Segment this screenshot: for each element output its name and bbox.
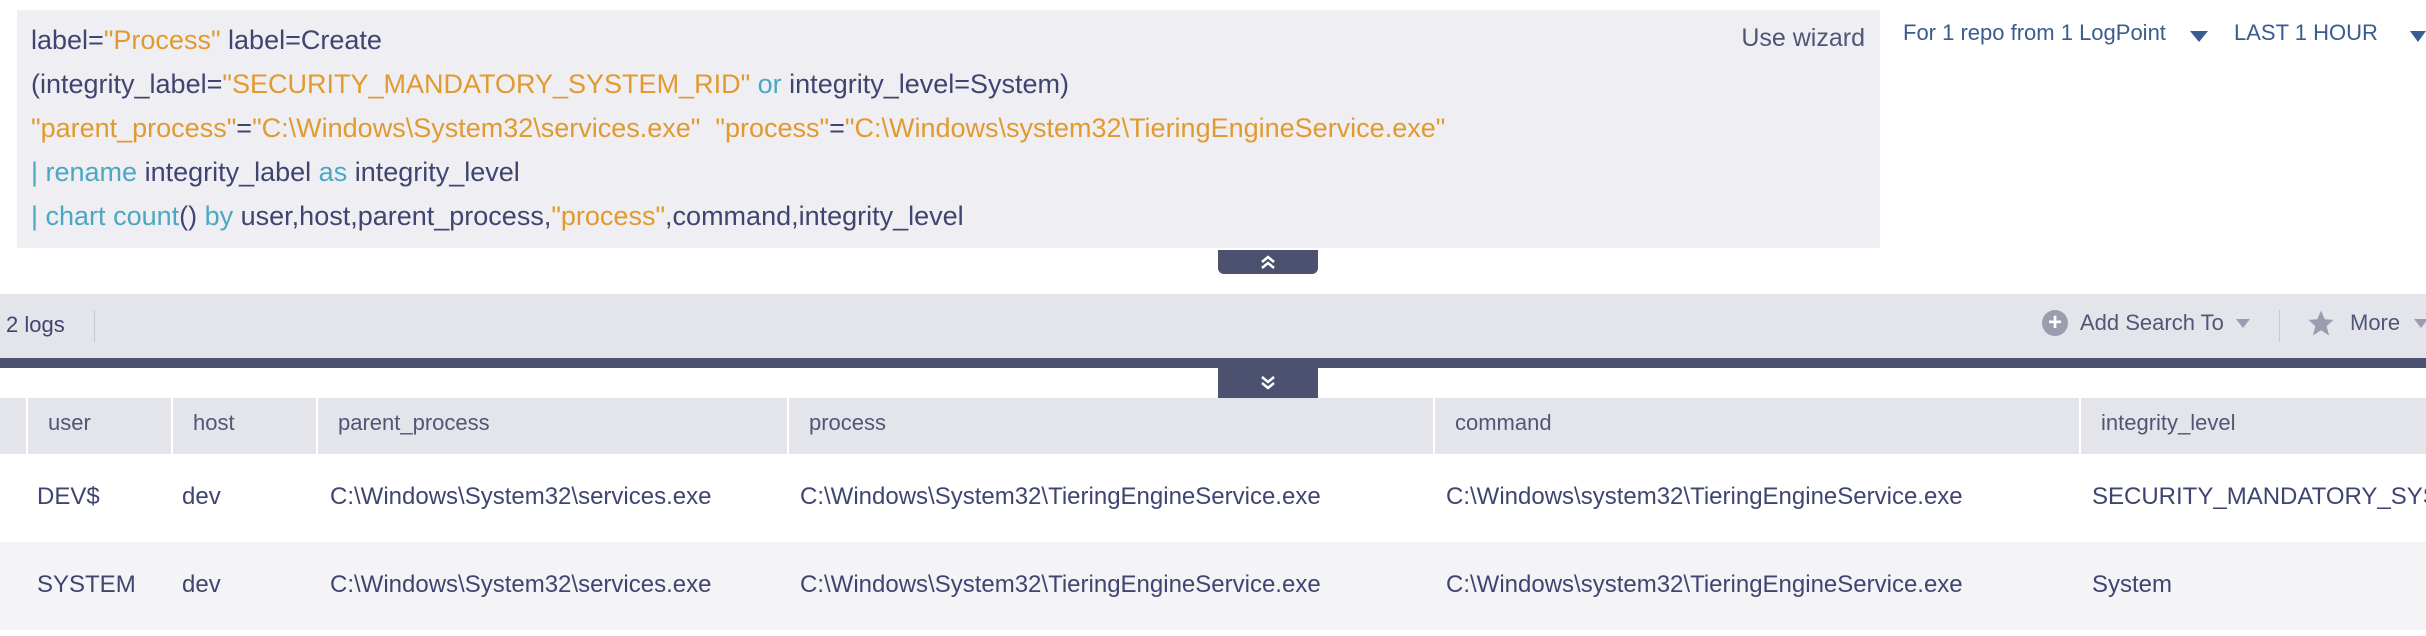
cell-integrity-level: System xyxy=(2092,571,2173,598)
divider xyxy=(2279,310,2280,342)
query-token xyxy=(106,201,114,231)
chevron-down-icon[interactable] xyxy=(2190,31,2208,42)
chevron-down-icon xyxy=(2414,318,2426,328)
query-token: (integrity_label= xyxy=(31,69,223,99)
query-string-token: "SECURITY_MANDATORY_SYSTEM_RID" xyxy=(222,69,751,99)
query-token: () xyxy=(179,201,205,231)
query-token: label=Create xyxy=(220,25,382,55)
query-token: = xyxy=(236,113,253,143)
column-header-user[interactable]: user xyxy=(26,398,171,454)
query-keyword-token: chart xyxy=(45,201,106,231)
table-row[interactable]: DEV$ dev C:\Windows\System32\services.ex… xyxy=(0,454,2426,542)
query-keyword-token: by xyxy=(204,201,234,231)
log-count: 2 logs xyxy=(6,312,65,337)
divider xyxy=(94,310,95,342)
query-token: integrity_level=System) xyxy=(789,69,1070,99)
query-string-token: "Process" xyxy=(103,25,221,55)
query-token: user,host,parent_process, xyxy=(233,201,552,231)
cell-host: dev xyxy=(182,571,221,598)
chevron-down-icon[interactable] xyxy=(2410,31,2426,42)
cell-user: DEV$ xyxy=(37,483,100,510)
query-token: integrity_label xyxy=(137,157,319,187)
chevron-down-icon xyxy=(2235,318,2250,328)
double-chevron-down-icon xyxy=(1261,376,1275,390)
query-string-token: "process" xyxy=(715,113,830,143)
cell-host: dev xyxy=(182,483,221,510)
query-token: ,command,integrity_level xyxy=(665,201,964,231)
double-chevron-up-icon xyxy=(1261,255,1275,269)
collapse-query-button[interactable] xyxy=(1218,250,1318,274)
repo-selector[interactable]: For 1 repo from 1 LogPoint xyxy=(1903,20,2166,45)
plus-circle-icon: + xyxy=(2042,310,2068,336)
query-line-3: "parent_process"="C:\Windows\System32\se… xyxy=(31,106,1880,150)
results-toolbar: 2 logs + Add Search To More xyxy=(0,294,2426,358)
table-row[interactable]: SYSTEM dev C:\Windows\System32\services.… xyxy=(0,542,2426,630)
query-keyword-token: count xyxy=(113,201,180,231)
query-line-1: label="Process" label=Create xyxy=(31,18,1880,62)
cell-parent-process: C:\Windows\System32\services.exe xyxy=(330,483,712,510)
query-string-token: "parent_process" xyxy=(31,113,237,143)
query-line-4: | rename integrity_label as integrity_le… xyxy=(31,150,1880,194)
add-search-to-button[interactable]: + Add Search To xyxy=(2042,310,2250,336)
query-string-token: "C:\Windows\System32\services.exe" xyxy=(252,113,701,143)
cell-parent-process: C:\Windows\System32\services.exe xyxy=(330,571,712,598)
more-label: More xyxy=(2350,310,2401,335)
query-line-2: (integrity_label="SECURITY_MANDATORY_SYS… xyxy=(31,62,1880,106)
query-token xyxy=(700,113,715,143)
query-keyword-token: or xyxy=(750,69,790,99)
query-string-token: "process" xyxy=(551,201,666,231)
cell-process: C:\Windows\System32\TieringEngineService… xyxy=(800,483,1321,510)
cell-command: C:\Windows\system32\TieringEngineService… xyxy=(1446,483,1963,510)
cell-user: SYSTEM xyxy=(37,571,136,598)
query-pipe-token: | xyxy=(31,157,46,187)
cell-process: C:\Windows\System32\TieringEngineService… xyxy=(800,571,1321,598)
query-token: = xyxy=(829,113,845,143)
cell-integrity-level: SECURITY_MANDATORY_SYSTEM_RID xyxy=(2092,483,2426,510)
query-pipe-token: | xyxy=(31,201,46,231)
column-header-integrity-level[interactable]: integrity_level xyxy=(2079,398,2426,454)
column-header-host[interactable]: host xyxy=(171,398,316,454)
add-search-to-label: Add Search To xyxy=(2080,310,2224,335)
query-editor[interactable]: label="Process" label=Create (integrity_… xyxy=(17,10,1880,248)
column-header-command[interactable]: command xyxy=(1433,398,2079,454)
column-header-parent-process[interactable]: parent_process xyxy=(316,398,787,454)
expand-results-button[interactable] xyxy=(1218,368,1318,398)
query-line-5: | chart count() by user,host,parent_proc… xyxy=(31,194,1880,238)
query-string-token: "C:\Windows\system32\TieringEngineServic… xyxy=(844,113,1446,143)
star-icon xyxy=(2308,310,2334,336)
query-token: integrity_level xyxy=(347,157,520,187)
use-wizard-link[interactable]: Use wizard xyxy=(1741,24,1865,52)
panel-divider[interactable] xyxy=(0,358,2426,368)
query-keyword-token: rename xyxy=(45,157,138,187)
cell-command: C:\Windows\system32\TieringEngineService… xyxy=(1446,571,1963,598)
query-keyword-token: as xyxy=(318,157,348,187)
column-header-process[interactable]: process xyxy=(787,398,1433,454)
table-header: user host parent_process process command… xyxy=(0,398,2426,454)
more-button[interactable]: More xyxy=(2306,308,2426,338)
time-range-selector[interactable]: LAST 1 HOUR xyxy=(2234,20,2378,45)
row-select-header xyxy=(0,398,26,454)
query-token: label= xyxy=(31,25,104,55)
